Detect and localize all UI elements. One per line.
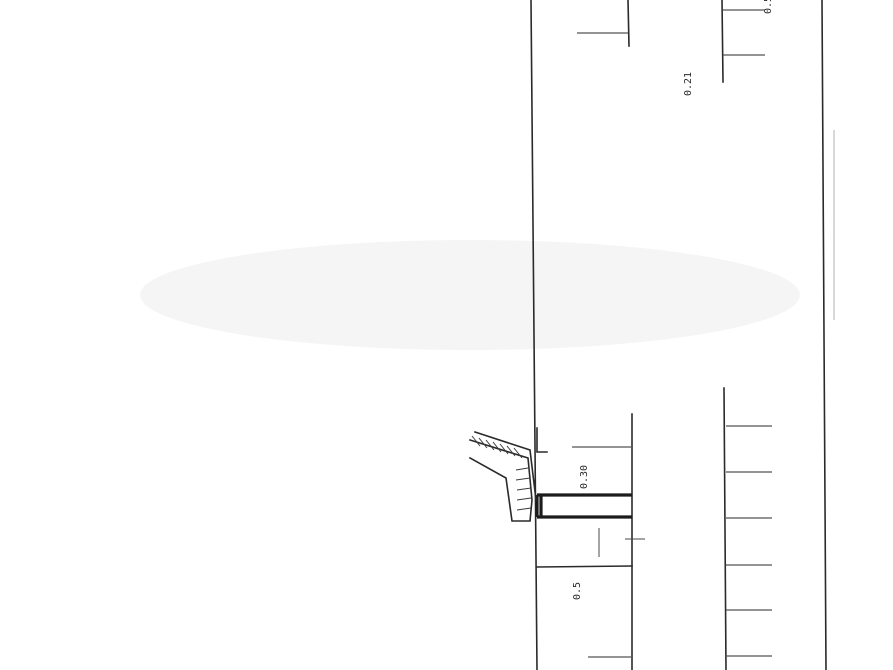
upper-partition-left	[627, 0, 630, 47]
wall-line-left	[530, 0, 538, 670]
cell-divider-3	[536, 565, 633, 568]
scan-smudge	[140, 240, 800, 350]
dimension-label-a: 0.50	[763, 0, 774, 14]
lower-partition-right	[723, 387, 727, 670]
entrance-stair-detail	[468, 427, 548, 522]
dimension-label-b: 0.21	[683, 72, 694, 96]
upper-partition-right	[721, 0, 724, 83]
dimension-label-c: 0.30	[579, 465, 590, 489]
wall-line-right	[821, 0, 827, 670]
dimension-label-d: 0.5	[572, 582, 583, 600]
